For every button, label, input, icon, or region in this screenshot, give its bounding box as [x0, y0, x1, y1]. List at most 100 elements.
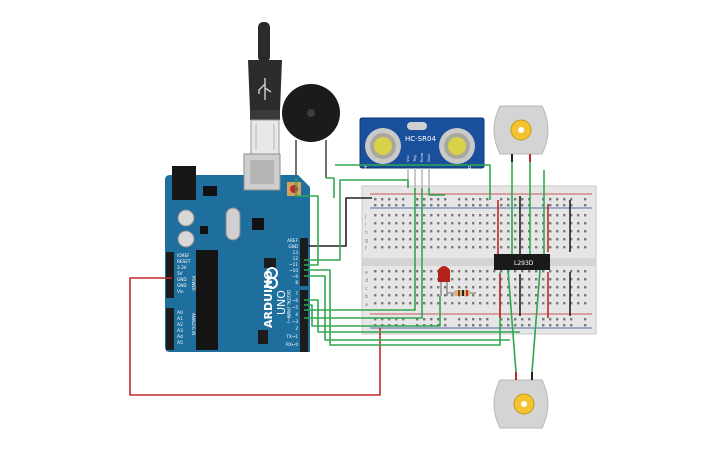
breadboard-hole[interactable] [577, 246, 580, 249]
breadboard-hole[interactable] [416, 204, 419, 207]
breadboard-hole[interactable] [584, 278, 587, 281]
breadboard-hole[interactable] [458, 204, 461, 207]
breadboard-hole[interactable] [409, 294, 412, 297]
breadboard-hole[interactable] [563, 230, 566, 233]
breadboard-hole[interactable] [493, 222, 496, 225]
breadboard-hole[interactable] [423, 270, 426, 273]
breadboard-hole[interactable] [514, 286, 517, 289]
breadboard-hole[interactable] [402, 278, 405, 281]
breadboard-hole[interactable] [416, 238, 419, 241]
breadboard-hole[interactable] [465, 270, 468, 273]
breadboard-hole[interactable] [507, 246, 510, 249]
breadboard-hole[interactable] [584, 230, 587, 233]
breadboard-hole[interactable] [472, 302, 475, 305]
breadboard-hole[interactable] [563, 324, 566, 327]
breadboard-hole[interactable] [556, 238, 559, 241]
breadboard-hole[interactable] [444, 294, 447, 297]
breadboard-hole[interactable] [500, 318, 503, 321]
breadboard-hole[interactable] [493, 270, 496, 273]
breadboard-hole[interactable] [437, 318, 440, 321]
breadboard-hole[interactable] [416, 198, 419, 201]
breadboard[interactable]: j i h g f e d c b a [361, 185, 597, 335]
breadboard-hole[interactable] [444, 324, 447, 327]
breadboard-hole[interactable] [472, 222, 475, 225]
breadboard-hole[interactable] [374, 318, 377, 321]
breadboard-hole[interactable] [374, 204, 377, 207]
breadboard-hole[interactable] [535, 222, 538, 225]
breadboard-hole[interactable] [402, 204, 405, 207]
breadboard-hole[interactable] [507, 318, 510, 321]
breadboard-hole[interactable] [423, 198, 426, 201]
breadboard-hole[interactable] [528, 270, 531, 273]
breadboard-hole[interactable] [444, 214, 447, 217]
breadboard-hole[interactable] [500, 246, 503, 249]
breadboard-hole[interactable] [423, 302, 426, 305]
breadboard-hole[interactable] [458, 198, 461, 201]
breadboard-hole[interactable] [472, 270, 475, 273]
breadboard-hole[interactable] [430, 294, 433, 297]
l293d-driver-chip[interactable]: L293D [494, 254, 550, 270]
breadboard-hole[interactable] [395, 278, 398, 281]
breadboard-hole[interactable] [507, 198, 510, 201]
breadboard-hole[interactable] [479, 230, 482, 233]
breadboard-hole[interactable] [458, 238, 461, 241]
breadboard-hole[interactable] [381, 204, 384, 207]
breadboard-hole[interactable] [549, 278, 552, 281]
breadboard-hole[interactable] [395, 294, 398, 297]
breadboard-hole[interactable] [556, 246, 559, 249]
breadboard-hole[interactable] [584, 270, 587, 273]
breadboard-hole[interactable] [423, 230, 426, 233]
breadboard-hole[interactable] [381, 238, 384, 241]
breadboard-hole[interactable] [577, 214, 580, 217]
breadboard-hole[interactable] [472, 238, 475, 241]
breadboard-hole[interactable] [458, 324, 461, 327]
breadboard-hole[interactable] [374, 286, 377, 289]
breadboard-hole[interactable] [549, 230, 552, 233]
breadboard-hole[interactable] [486, 246, 489, 249]
breadboard-hole[interactable] [409, 302, 412, 305]
breadboard-hole[interactable] [528, 302, 531, 305]
breadboard-hole[interactable] [465, 230, 468, 233]
breadboard-hole[interactable] [465, 278, 468, 281]
breadboard-hole[interactable] [514, 222, 517, 225]
breadboard-hole[interactable] [570, 214, 573, 217]
breadboard-hole[interactable] [430, 246, 433, 249]
breadboard-hole[interactable] [535, 278, 538, 281]
breadboard-hole[interactable] [563, 270, 566, 273]
breadboard-hole[interactable] [388, 204, 391, 207]
breadboard-hole[interactable] [451, 286, 454, 289]
breadboard-hole[interactable] [570, 294, 573, 297]
breadboard-hole[interactable] [514, 278, 517, 281]
breadboard-hole[interactable] [549, 270, 552, 273]
breadboard-hole[interactable] [381, 222, 384, 225]
breadboard-hole[interactable] [507, 286, 510, 289]
breadboard-hole[interactable] [556, 286, 559, 289]
breadboard-hole[interactable] [507, 302, 510, 305]
breadboard-hole[interactable] [430, 238, 433, 241]
breadboard-hole[interactable] [493, 230, 496, 233]
breadboard-hole[interactable] [528, 318, 531, 321]
breadboard-hole[interactable] [423, 294, 426, 297]
breadboard-hole[interactable] [577, 278, 580, 281]
breadboard-hole[interactable] [388, 302, 391, 305]
breadboard-hole[interactable] [584, 238, 587, 241]
breadboard-hole[interactable] [500, 198, 503, 201]
breadboard-hole[interactable] [423, 204, 426, 207]
breadboard-hole[interactable] [577, 302, 580, 305]
breadboard-hole[interactable] [409, 278, 412, 281]
breadboard-hole[interactable] [430, 286, 433, 289]
breadboard-hole[interactable] [486, 198, 489, 201]
breadboard-hole[interactable] [395, 204, 398, 207]
breadboard-hole[interactable] [549, 302, 552, 305]
breadboard-hole[interactable] [395, 246, 398, 249]
breadboard-hole[interactable] [570, 230, 573, 233]
breadboard-hole[interactable] [395, 214, 398, 217]
piezo-buzzer[interactable] [282, 84, 340, 178]
breadboard-hole[interactable] [458, 246, 461, 249]
breadboard-hole[interactable] [430, 302, 433, 305]
breadboard-hole[interactable] [416, 270, 419, 273]
breadboard-hole[interactable] [479, 286, 482, 289]
breadboard-hole[interactable] [402, 198, 405, 201]
breadboard-hole[interactable] [451, 278, 454, 281]
breadboard-hole[interactable] [437, 204, 440, 207]
